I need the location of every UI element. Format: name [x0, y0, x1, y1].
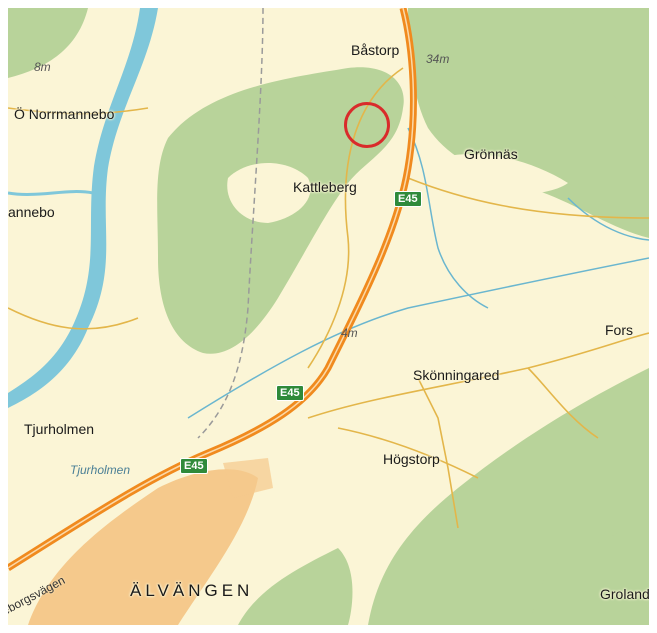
place-label-groland: Groland	[600, 586, 649, 602]
elevation-label-valley: 4m	[341, 326, 358, 340]
place-label-tjurholmen: Tjurholmen	[24, 421, 95, 437]
road-shield-e45-north: E45	[394, 191, 422, 207]
streams	[187, 127, 649, 419]
place-label-fors: Fors	[605, 322, 633, 338]
place-label-kattleberg: Kattleberg	[293, 179, 357, 195]
location-marker[interactable]	[344, 102, 390, 148]
place-label-hogstorp: Högstorp	[383, 451, 440, 467]
elevation-label-bastorp: 34m	[426, 52, 450, 66]
elevation-label-river: 8m	[34, 60, 51, 74]
clearings	[227, 154, 568, 452]
road-shield-e45-middle: E45	[276, 385, 304, 401]
water-label-tjurholmen: Tjurholmen	[70, 463, 131, 477]
place-label-norrmannebo: annebo	[8, 204, 55, 220]
urban-area	[28, 458, 273, 625]
minor-roads	[8, 67, 649, 529]
forest-areas	[8, 8, 649, 625]
place-label-bastorp: Båstorp	[351, 42, 400, 58]
river-gota-alv	[8, 8, 158, 408]
railway	[197, 8, 264, 439]
town-label-alvangen: ÄLVÄNGEN	[130, 581, 254, 600]
map-graphics	[8, 8, 649, 625]
road-shield-e45-south: E45	[180, 458, 208, 474]
place-label-skonningared: Skönningared	[413, 367, 500, 383]
place-label-o-norrmannebo: Ö Norrmannebo	[14, 106, 115, 122]
place-label-gronnas: Grönnäs	[464, 146, 518, 162]
map-canvas[interactable]: Båstorp Ö Norrmannebo annebo Grönnäs Kat…	[8, 8, 649, 625]
